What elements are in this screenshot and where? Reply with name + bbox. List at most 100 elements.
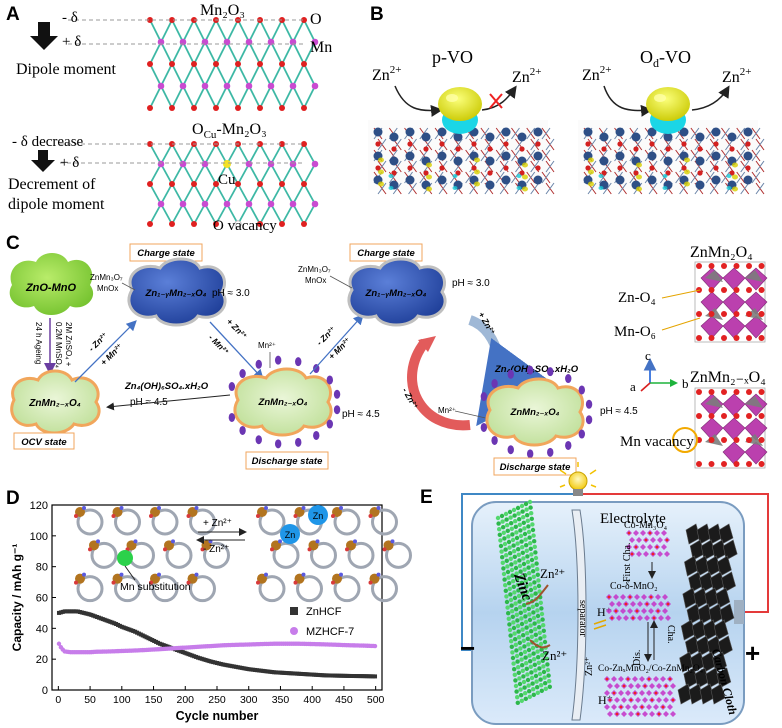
y-tick-label: 80 <box>36 562 48 574</box>
charge-lobe <box>522 186 528 192</box>
y-tick-label: 0 <box>42 685 48 697</box>
reagent-2: 0.2M MnSO₄ <box>54 322 63 368</box>
zinc-atom <box>527 653 532 658</box>
zhs-particle <box>565 374 572 384</box>
mn-atom <box>267 82 275 90</box>
zinc-atom <box>535 649 540 654</box>
zinc-atom <box>506 611 511 616</box>
mn-atom <box>289 200 297 208</box>
co-zn-label: Co-ZnₓMnO₂/Co-ZnMn₂O₄ <box>598 664 703 674</box>
h-plus-label-b: H⁺ <box>598 693 613 707</box>
lattice-bond <box>171 203 184 225</box>
lattice-bond <box>281 183 294 205</box>
mno6-unit <box>636 551 642 557</box>
zinc-atom <box>506 616 511 621</box>
c-atom <box>256 514 260 518</box>
fe-atom <box>89 540 99 551</box>
o-atom <box>733 389 740 395</box>
zn-ion-marker <box>280 524 300 544</box>
n-atom <box>264 572 268 577</box>
zinc-atom <box>512 631 517 636</box>
lattice-bond <box>248 19 261 43</box>
zinc-atom <box>526 524 531 529</box>
slab-bond <box>377 182 387 195</box>
desorb-arrow <box>481 85 517 111</box>
fe-atom <box>126 540 137 551</box>
zinc-atom <box>512 513 517 518</box>
zinc-atom <box>539 647 544 652</box>
zinc-atom <box>531 610 536 615</box>
o-atom <box>733 437 740 443</box>
oxygen-atom <box>665 170 671 176</box>
zinc-atom <box>544 656 549 661</box>
dipole-label: Dipole moment <box>16 61 117 78</box>
panel-a: A Mn₂O₃ - δ + δ Dipole moment O Mn OCu-M… <box>6 2 332 234</box>
zinc-atom <box>501 530 506 535</box>
mno6-unit <box>627 608 633 614</box>
metal-atom <box>389 132 399 142</box>
charge-state-label: Charge state <box>357 248 415 259</box>
c-atom <box>368 580 373 585</box>
metal-atom <box>453 132 463 142</box>
zinc-atom <box>529 675 535 681</box>
slab-bond <box>545 138 555 151</box>
o-atom <box>758 389 765 395</box>
charge-compound: Zn₁₋ᵧMn₂₋ₓO₄ <box>365 288 427 299</box>
slab-bond <box>618 182 627 195</box>
spinel-structure <box>694 261 768 343</box>
slab-bond <box>530 160 540 173</box>
mno6-octahedron <box>744 315 768 339</box>
metal-atom <box>485 156 495 166</box>
desorb-arrow <box>691 85 730 111</box>
lattice-bond <box>248 41 261 65</box>
mno6-unit <box>665 615 671 621</box>
zinc-atom <box>503 583 508 588</box>
lattice-bond <box>303 203 316 225</box>
lattice-bond <box>182 63 195 87</box>
o-atom <box>733 311 740 317</box>
data-point-znhcf <box>373 674 378 679</box>
label-p-vo: p-VO <box>432 47 473 67</box>
oxygen-atom <box>633 146 639 152</box>
o-atom <box>634 545 638 549</box>
mno6-unit <box>632 704 638 710</box>
discharge-state-label: Discharge state <box>252 456 323 467</box>
oxygen-atom <box>535 141 541 147</box>
slab-bond <box>659 149 669 162</box>
zinc-atom <box>516 629 521 634</box>
mn-atom <box>311 200 319 208</box>
o-atom <box>301 105 307 111</box>
ocv-state-box <box>13 432 75 450</box>
zinc-atom <box>532 580 537 585</box>
o-atom <box>631 616 635 620</box>
zinc-atom <box>507 581 512 586</box>
lattice-bond <box>204 143 217 165</box>
fe-atom <box>201 540 212 551</box>
oxygen-atom <box>407 141 413 147</box>
slab-bond <box>526 171 536 184</box>
lattice-bond <box>160 203 173 225</box>
o-atom <box>147 221 153 227</box>
decrement-line-2: dipole moment <box>8 196 105 213</box>
oxygen-atom <box>439 141 445 147</box>
oxygen-atom <box>617 165 623 171</box>
lattice-bond <box>292 203 305 225</box>
metal-atom <box>485 132 495 142</box>
pore-ring <box>114 508 141 536</box>
oxygen-atom <box>601 170 607 176</box>
zhs-particle <box>313 364 320 374</box>
charge-lobe <box>474 169 480 175</box>
x-tick-label: 250 <box>208 694 226 706</box>
zinc-atom <box>504 553 509 558</box>
o-atom <box>721 263 727 269</box>
n-atom <box>194 506 199 510</box>
reagent-3: 24 h Ageing <box>34 322 43 364</box>
lattice-bond <box>171 85 184 109</box>
zinc-atom <box>531 651 536 656</box>
separator <box>571 509 587 721</box>
zhs-particle <box>491 435 498 445</box>
zinc-atom <box>500 555 505 560</box>
minus-terminal: − <box>460 633 475 663</box>
carbon-fiber <box>717 555 732 577</box>
